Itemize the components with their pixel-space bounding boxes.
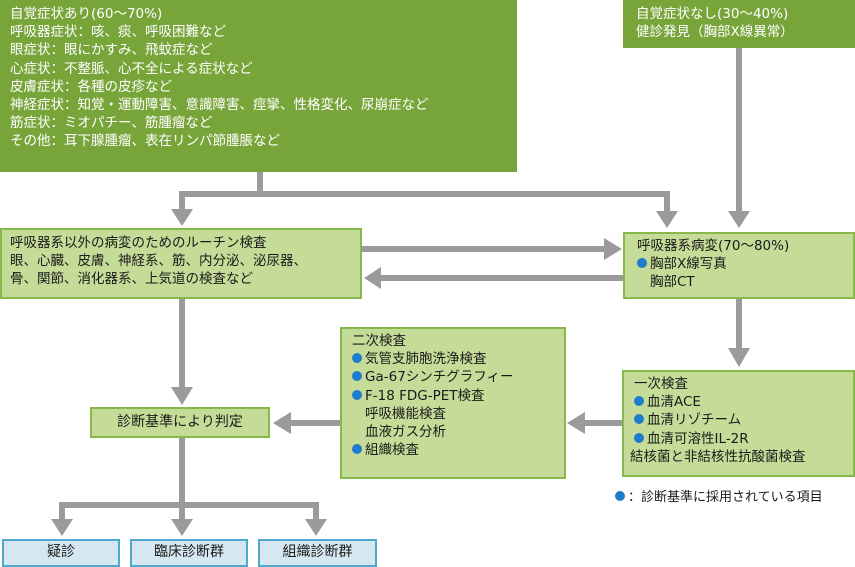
- arrowhead-to-primary: [728, 348, 750, 367]
- symptom-line: 筋症状：ミオパチー、筋腫瘤など: [10, 115, 213, 132]
- symptom-line: 皮膚症状：各種の皮疹など: [10, 78, 172, 95]
- judgement-label: 診断基準により判定: [117, 414, 243, 430]
- routine-exam-box: 呼吸器系以外の病変のためのルーチン検査 眼、心臓、皮膚、神経系、筋、内分泌、泌尿…: [0, 228, 362, 299]
- connector-judgement-to-histological: [182, 502, 319, 520]
- legend: ：診断基準に採用されている項目: [615, 489, 823, 507]
- symptom-line: 神経症状：知覚・運動障害、意識障害、痙攣、性格変化、尿崩症など: [10, 97, 429, 114]
- routine-exam-line: 眼、心臓、皮膚、神経系、筋、内分泌、泌尿器、: [10, 253, 307, 270]
- asymptomatic-subtitle: 健診発見（胸部X線異常）: [636, 24, 794, 41]
- connector-symptomatic-split: [179, 172, 263, 210]
- secondary-exam-item: 組織検査: [352, 441, 554, 459]
- respiratory-item: 胸部CT: [650, 274, 695, 291]
- secondary-exam-box: 二次検査 気管支肺胞洗浄検査 Ga-67シンチグラフィー F-18 FDG-PE…: [340, 327, 566, 479]
- outcome-label: 臨床診断群: [154, 544, 224, 560]
- legend-text: ：診断基準に採用されている項目: [628, 490, 823, 505]
- symptom-line: 心症状：不整脈、心不全による症状など: [10, 60, 253, 77]
- criteria-dot-icon: [634, 414, 644, 425]
- secondary-exam-title: 二次検査: [352, 333, 406, 349]
- symptom-line: 眼症状：眼にかすみ、飛蚊症など: [10, 42, 213, 59]
- secondary-exam-item: Ga-67シンチグラフィー: [352, 368, 554, 386]
- outcome-histological: 組織診断群: [258, 539, 377, 567]
- criteria-dot-icon: [352, 353, 362, 364]
- secondary-exam-item: 血液ガス分析: [365, 424, 446, 441]
- criteria-dot-icon: [352, 444, 362, 455]
- primary-exam-item: 血清可溶性IL-2R: [634, 430, 843, 448]
- secondary-exam-item: 呼吸機能検査: [365, 405, 446, 422]
- arrowhead-to-respiratory-top-left: [656, 211, 678, 228]
- routine-exam-line: 骨、関節、消化器系、上気道の検査など: [10, 271, 253, 288]
- respiratory-item: 胸部X線写真: [637, 255, 841, 273]
- criteria-dot-icon: [615, 491, 625, 501]
- arrowhead-to-routine: [171, 209, 193, 226]
- arrowhead-to-histological: [305, 519, 327, 536]
- symptomatic-title: 自覚症状あり(60〜70%): [10, 6, 163, 22]
- outcome-clinical: 臨床診断群: [130, 539, 248, 567]
- respiratory-title: 呼吸器系病変(70〜80%): [637, 238, 790, 254]
- arrowhead-to-suspected: [51, 519, 73, 536]
- symptom-line: その他：耳下腺腫瘤、表在リンパ節腫脹など: [10, 133, 280, 150]
- outcome-suspected: 疑診: [2, 539, 120, 567]
- primary-exam-item: 血清ACE: [634, 393, 843, 411]
- symptom-line: 呼吸器症状：咳、痰、呼吸困難など: [10, 24, 226, 41]
- arrowhead-to-judgement: [273, 412, 291, 434]
- secondary-exam-item: F-18 FDG-PET検査: [352, 387, 554, 405]
- criteria-dot-icon: [634, 396, 644, 407]
- outcome-label: 組織診断群: [282, 544, 353, 560]
- asymptomatic-box: 自覚症状なし(30〜40%) 健診発見（胸部X線異常）: [623, 0, 855, 48]
- primary-exam-item: 血清リゾチーム: [634, 411, 843, 429]
- criteria-dot-icon: [637, 258, 647, 269]
- criteria-dot-icon: [634, 432, 644, 443]
- secondary-exam-item: 気管支肺胞洗浄検査: [352, 350, 554, 368]
- criteria-dot-icon: [352, 389, 362, 400]
- primary-exam-footer: 結核菌と非結核性抗酸菌検査: [630, 448, 806, 465]
- arrowhead-to-secondary: [567, 412, 585, 434]
- asymptomatic-title: 自覚症状なし(30〜40%): [636, 6, 789, 22]
- arrowhead-to-respiratory-top-right: [728, 211, 750, 228]
- arrowhead-to-routine-side: [364, 267, 381, 289]
- connector-symptomatic-to-respiratory: [260, 191, 670, 212]
- primary-exam-title: 一次検査: [634, 376, 688, 392]
- arrowhead-to-clinical: [171, 519, 193, 536]
- connector-judgement-split: [59, 437, 185, 520]
- routine-exam-title: 呼吸器系以外の病変のためのルーチン検査: [10, 235, 267, 251]
- respiratory-box: 呼吸器系病変(70〜80%) 胸部X線写真 胸部CT: [623, 232, 855, 299]
- outcome-label: 疑診: [47, 544, 75, 560]
- judgement-box: 診断基準により判定: [90, 407, 270, 438]
- symptomatic-box: 自覚症状あり(60〜70%) 呼吸器症状：咳、痰、呼吸困難など 眼症状：眼にかす…: [0, 0, 517, 172]
- criteria-dot-icon: [352, 371, 362, 382]
- primary-exam-box: 一次検査 血清ACE 血清リゾチーム 血清可溶性IL-2R 結核菌と非結核性抗酸…: [622, 370, 855, 477]
- arrowhead-to-respiratory-side: [604, 238, 622, 260]
- arrowhead-routine-to-judgement: [171, 387, 193, 405]
